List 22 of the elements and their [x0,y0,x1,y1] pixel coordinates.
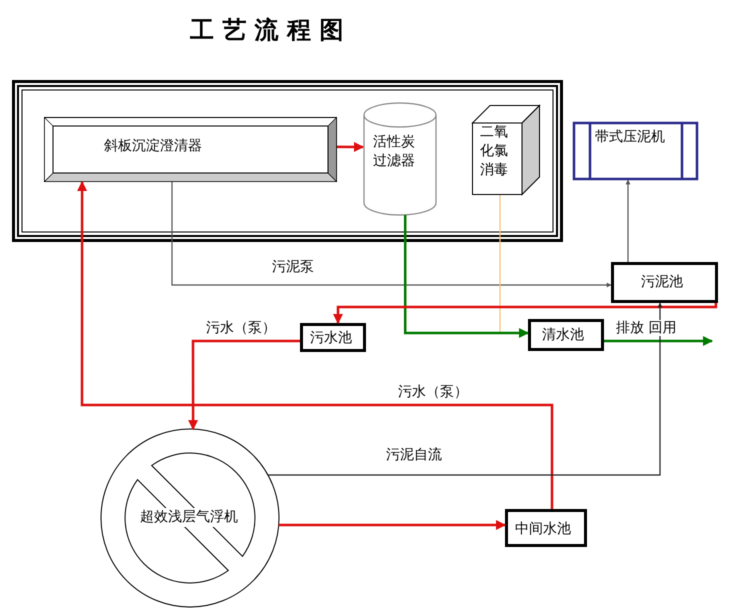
node-label: 活性炭过滤器 [373,133,416,171]
arrow [337,142,364,152]
arrow [188,340,300,430]
arrow [77,181,554,509]
edge-label: 污泥泵 [270,259,316,275]
arrow [278,520,506,530]
arrow [626,180,630,262]
arrow [604,336,713,346]
node-label: 清水池 [542,326,585,345]
node-label: 超效浅层气浮机 [140,508,238,527]
title: 工 艺 流 程 图 [190,16,344,44]
node-label: 带式压泥机 [595,128,666,147]
node-label: 污泥池 [641,273,684,292]
node-label: 污水池 [310,329,353,348]
arrow [268,302,662,476]
edge-label: 污泥自流 [384,447,444,463]
node-label: 二氧化氯消毒 [480,123,509,180]
arrow [171,182,612,288]
node-label: 中间水池 [515,520,572,539]
arrow [404,215,529,338]
arrow [333,302,718,324]
node-label: 斜板沉淀澄清器 [104,137,203,156]
